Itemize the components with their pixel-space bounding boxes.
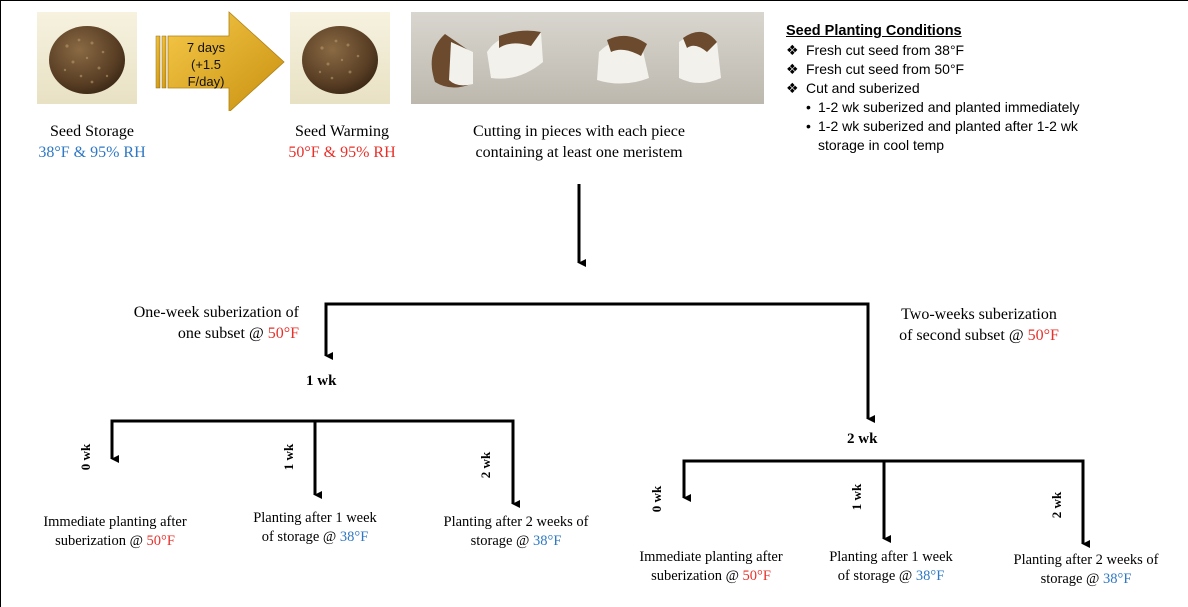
outcome-line2-text: storage @	[471, 533, 533, 549]
outcome-temp: 38°F	[916, 568, 944, 584]
outcome-temp: 50°F	[743, 568, 771, 584]
left-outcome-one-week: Planting after 1 week of storage @ 38°F	[230, 509, 400, 547]
left-branch-temp: 50°F	[268, 325, 299, 342]
outcome-line2: suberization @ 50°F	[621, 567, 801, 586]
outcome-line1: Immediate planting after	[621, 548, 801, 567]
wk-label-right-2: 2 wk	[1049, 492, 1065, 518]
wk-label-right-1: 1 wk	[849, 484, 865, 510]
left-outcome-immediate: Immediate planting after suberization @ …	[25, 513, 205, 551]
left-branch-line2: one subset @ 50°F	[69, 323, 299, 344]
outcome-line2: suberization @ 50°F	[25, 532, 205, 551]
right-node-label: 2 wk	[847, 431, 877, 448]
outcome-line2: of storage @ 38°F	[806, 567, 976, 586]
right-outcome-two-weeks: Planting after 2 weeks of storage @ 38°F	[991, 551, 1181, 589]
outcome-line1: Planting after 2 weeks of	[421, 513, 611, 532]
outcome-line2-text: suberization @	[55, 533, 146, 549]
outcome-line1: Planting after 1 week	[230, 509, 400, 528]
wk-label-right-0: 0 wk	[649, 486, 665, 512]
outcome-line2: storage @ 38°F	[991, 570, 1181, 589]
wk-label-left-1: 1 wk	[281, 444, 297, 470]
outcome-line2: storage @ 38°F	[421, 532, 611, 551]
outcome-line2-text: storage @	[1041, 571, 1103, 587]
outcome-line2-text: of storage @	[262, 529, 340, 545]
right-branch-temp: 50°F	[1028, 327, 1059, 344]
left-node-label: 1 wk	[306, 373, 336, 390]
outcome-line1: Planting after 2 weeks of	[991, 551, 1181, 570]
outcome-line1: Planting after 1 week	[806, 548, 976, 567]
right-branch-line2: of second subset @ 50°F	[879, 325, 1079, 346]
right-branch-line1: Two-weeks suberization	[879, 304, 1079, 325]
right-outcome-immediate: Immediate planting after suberization @ …	[621, 548, 801, 586]
left-branch-line1: One-week suberization of	[69, 302, 299, 323]
outcome-temp: 38°F	[340, 529, 368, 545]
right-branch-line2-text: of second subset @	[899, 327, 1028, 344]
wk-label-left-0: 0 wk	[78, 444, 94, 470]
outcome-line2-text: of storage @	[838, 568, 916, 584]
left-branch-label: One-week suberization of one subset @ 50…	[69, 302, 299, 344]
outcome-temp: 38°F	[1103, 571, 1131, 587]
left-branch-line2-text: one subset @	[178, 325, 268, 342]
left-outcome-two-weeks: Planting after 2 weeks of storage @ 38°F	[421, 513, 611, 551]
wk-label-left-2: 2 wk	[478, 452, 494, 478]
outcome-temp: 38°F	[533, 533, 561, 549]
outcome-line2: of storage @ 38°F	[230, 528, 400, 547]
right-outcome-one-week: Planting after 1 week of storage @ 38°F	[806, 548, 976, 586]
outcome-line2-text: suberization @	[651, 568, 742, 584]
outcome-line1: Immediate planting after	[25, 513, 205, 532]
outcome-temp: 50°F	[147, 533, 175, 549]
right-branch-label: Two-weeks suberization of second subset …	[879, 304, 1079, 346]
